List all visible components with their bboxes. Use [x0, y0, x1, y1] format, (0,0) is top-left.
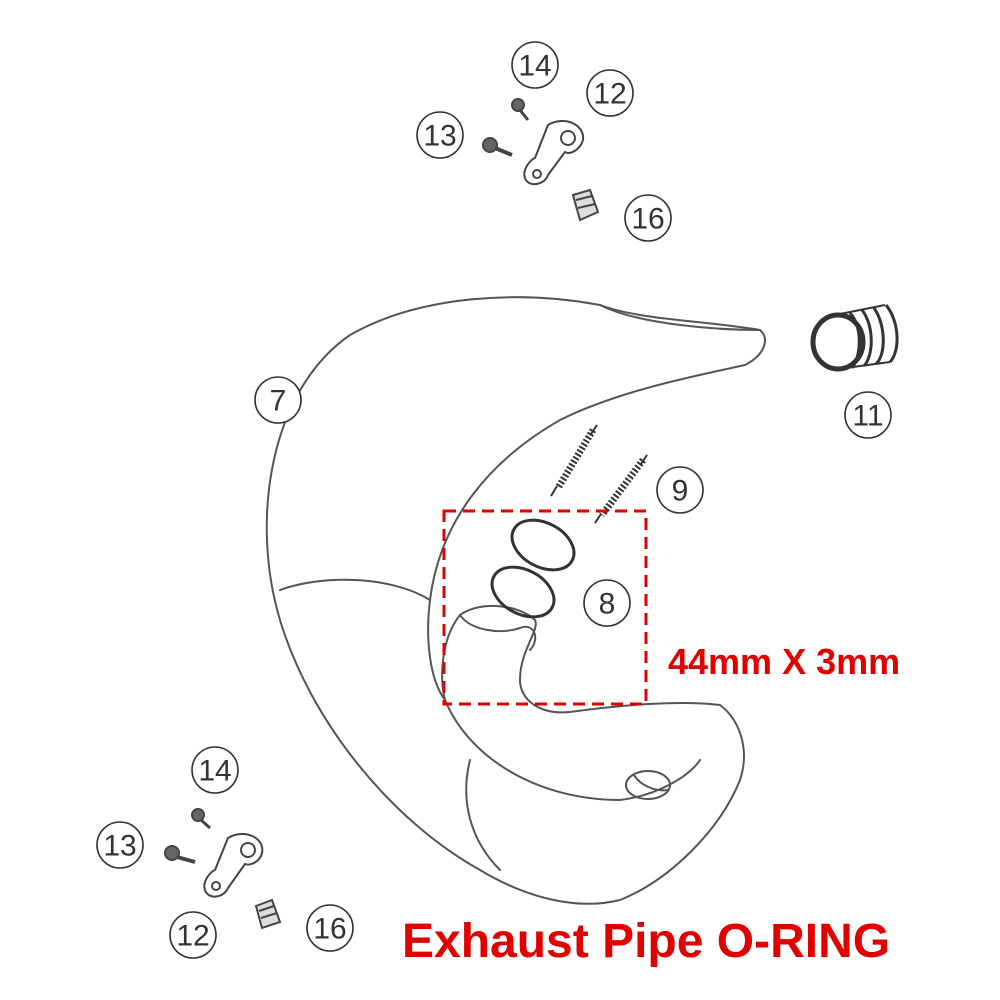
bottom-bolt-14: [191, 808, 211, 830]
callout-16-top: 16: [624, 194, 672, 242]
exhaust-guard-outline: [265, 296, 766, 905]
top-bracket-12: [523, 120, 585, 186]
callout-8: 8: [583, 579, 631, 627]
bottom-bolt-13: [164, 845, 196, 864]
silencer-fitting: [810, 304, 899, 372]
bottom-clip-16: [254, 898, 282, 930]
svg-text:14: 14: [198, 755, 231, 788]
svg-text:7: 7: [270, 385, 287, 418]
svg-text:8: 8: [599, 588, 616, 621]
callout-9: 9: [656, 466, 704, 514]
callout-13-bottom: 13: [96, 821, 144, 869]
callout-14-bottom: 14: [191, 746, 239, 794]
callouts: 14 12 13 16 7 11: [96, 41, 892, 959]
spring-left: [555, 428, 596, 490]
exhaust-guard-seam: [279, 578, 431, 601]
o-ring-upper: [510, 518, 576, 572]
exhaust-guard-inner-curve: [599, 304, 761, 331]
callout-12-bottom: 12: [169, 911, 217, 959]
top-bolt-14: [511, 98, 530, 121]
exhaust-guard-cavity: [459, 614, 537, 651]
bottom-bracket-12: [203, 833, 264, 898]
top-mount-hardware: [482, 98, 600, 222]
o-ring-dimensions-label: 44mm X 3mm: [668, 641, 901, 682]
springs: [550, 424, 648, 524]
callout-16-bottom: 16: [306, 904, 354, 952]
callout-14-top: 14: [511, 41, 559, 89]
svg-text:13: 13: [423, 120, 456, 153]
o-ring-highlight-box: [442, 509, 648, 706]
o-ring-lower: [490, 565, 556, 619]
exhaust-guard-lower-edge: [465, 759, 501, 871]
svg-text:13: 13: [103, 830, 136, 863]
svg-text:16: 16: [313, 913, 346, 946]
exhaust-guard-cutout: [625, 770, 671, 800]
spring-right: [599, 457, 646, 518]
svg-text:16: 16: [631, 203, 664, 236]
exhaust-guard-inner-ridge: [444, 699, 701, 801]
bottom-mount-hardware: [164, 808, 282, 930]
svg-text:9: 9: [672, 475, 689, 508]
callout-7: 7: [254, 376, 302, 424]
callout-12-top: 12: [586, 69, 634, 117]
top-clip-16: [571, 188, 600, 222]
svg-text:12: 12: [593, 78, 626, 111]
callout-13-top: 13: [416, 111, 464, 159]
svg-text:12: 12: [176, 920, 209, 953]
svg-text:11: 11: [852, 400, 883, 433]
product-title-label: Exhaust Pipe O-RING: [402, 915, 891, 968]
o-rings: [490, 518, 576, 619]
exhaust-guard: [265, 296, 766, 905]
svg-text:14: 14: [518, 50, 551, 83]
top-bolt-13: [482, 137, 513, 157]
callout-11: 11: [844, 391, 892, 439]
